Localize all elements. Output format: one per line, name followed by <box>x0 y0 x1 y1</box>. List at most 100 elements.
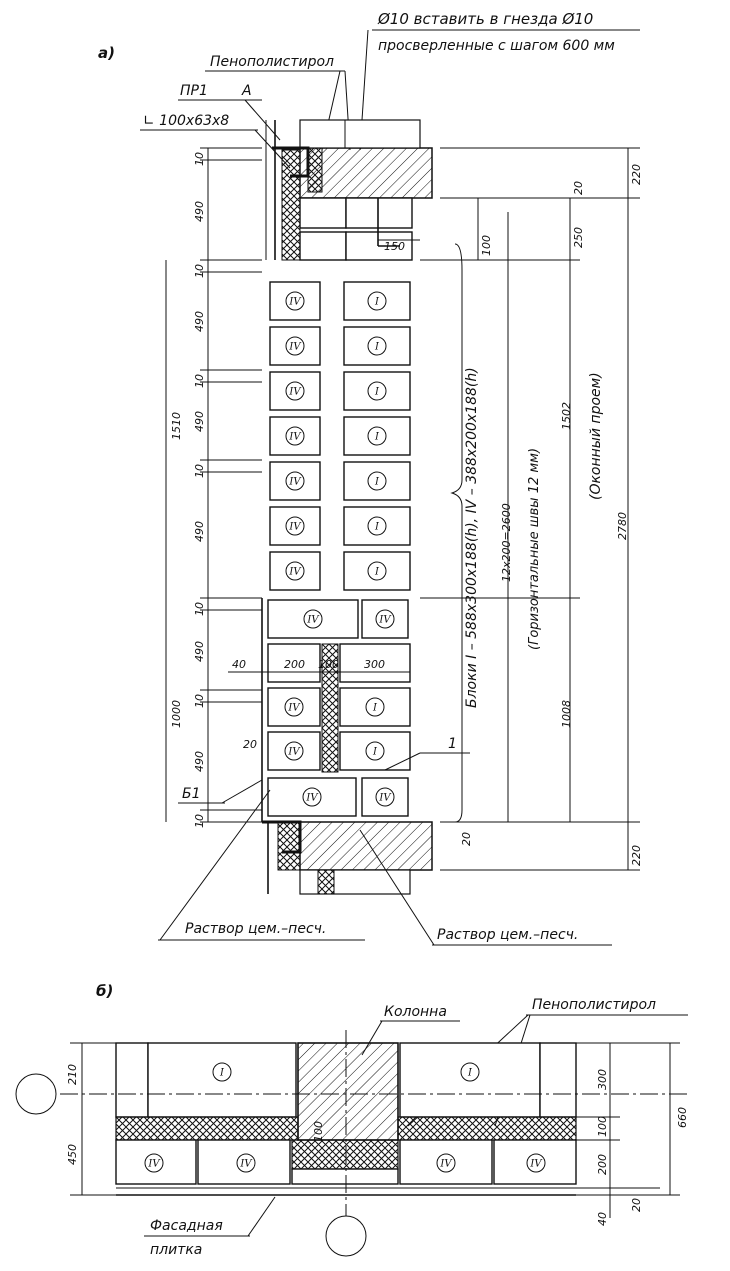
lower-mark-1-2-circle <box>375 609 395 629</box>
window-mark-iv-3: IV <box>285 381 305 401</box>
plan-dim-40: 40 <box>596 1212 609 1226</box>
section-a-marker: а) <box>98 44 115 62</box>
dim-220-bottom: 220 <box>630 845 643 866</box>
window-mark-iv-2: IV <box>285 336 305 356</box>
rebar-note-line2: просверленные с шагом 600 мм <box>378 38 615 54</box>
label-a: А <box>241 83 252 99</box>
lower-mark-4-2-text: I <box>372 747 378 758</box>
axis-bubble-bottom <box>325 1215 367 1257</box>
window-mark-i-2-text: I <box>374 342 380 353</box>
window-block-i-6 <box>343 506 411 546</box>
lower-block-5-2 <box>361 777 409 817</box>
lower-angle <box>262 820 302 854</box>
window-block-iv-1 <box>269 281 321 321</box>
plan-mark-1: I <box>212 1062 232 1082</box>
plan-dim-100-center: 100 <box>312 1121 325 1142</box>
lower-block-1-2 <box>361 599 409 639</box>
angle-profile <box>272 146 310 178</box>
dim-20-top: 20 <box>572 181 585 195</box>
window-mark-iv-4: IV <box>285 426 305 446</box>
lower-block-2-2 <box>339 643 411 683</box>
lower-mark-1-1-text: IV <box>306 615 320 626</box>
plan-mark-1-circle <box>212 1062 232 1082</box>
plan-block-iv-3 <box>399 1139 493 1185</box>
dim-total-1000: 1000 <box>170 700 183 728</box>
dim-300: 300 <box>364 658 385 671</box>
plan-mark-4: IV <box>236 1153 256 1173</box>
label-facade-2: плитка <box>150 1242 202 1258</box>
plan-mark-4-text: IV <box>239 1159 253 1170</box>
label-facade-1: Фасадная <box>150 1218 223 1234</box>
window-mark-iv-5-text: IV <box>288 477 302 488</box>
plan-block-i-left <box>147 1042 297 1118</box>
label-1-leader <box>384 752 421 771</box>
vtext-blocks: Блоки I – 588x300x188(h), IV – 388x200x1… <box>464 367 480 708</box>
rebar-note-line1: Ø10 вставить в гнезда Ø10 <box>377 10 593 28</box>
plan-block-edge-right <box>539 1042 577 1118</box>
lower-block-4-1 <box>267 731 321 771</box>
plan-block-i-right <box>399 1042 541 1118</box>
window-mark-i-7-text: I <box>374 567 380 578</box>
window-block-iv-4 <box>269 416 321 456</box>
lower-block-3-1 <box>267 687 321 727</box>
window-mark-i-5-circle <box>367 471 387 491</box>
window-block-iv-7 <box>269 551 321 591</box>
plan-mark-6: IV <box>526 1153 546 1173</box>
dim-20-bottom: 20 <box>460 832 473 846</box>
window-mark-i-7: I <box>367 561 387 581</box>
left-dim-value-12: 490 <box>193 751 206 772</box>
plan-block-iv-4 <box>493 1139 577 1185</box>
window-mark-iv-6-text: IV <box>288 522 302 533</box>
lower-mark-3-2-text: I <box>372 703 378 714</box>
window-mark-iv-4-text: IV <box>288 432 302 443</box>
lower-slab <box>299 821 433 871</box>
left-dim-value-13: 10 <box>193 814 206 828</box>
lower-mark-5-2: IV <box>375 787 395 807</box>
upper-foam <box>307 147 323 193</box>
left-dim-value-4: 490 <box>193 311 206 332</box>
blocks-brace <box>450 243 463 823</box>
lower-mark-4-1-text: IV <box>287 747 301 758</box>
plan-dim-300: 300 <box>596 1069 609 1090</box>
upper-slab-top <box>299 119 421 149</box>
window-mark-iv-1-text: IV <box>288 297 302 308</box>
plan-block-edge-left <box>115 1042 149 1118</box>
plan-mark-2: I <box>460 1062 480 1082</box>
label-angle: ∟ 100x63x8 <box>143 113 229 129</box>
window-mark-iv-4-circle <box>285 426 305 446</box>
lower-mark-1-1-circle <box>303 609 323 629</box>
window-mark-i-7-circle <box>367 561 387 581</box>
dim-200: 200 <box>284 658 305 671</box>
plan-mark-3-text: IV <box>147 1159 161 1170</box>
label-pr1: ПР1 <box>180 83 208 99</box>
plan-block-iv-2 <box>197 1139 291 1185</box>
left-dim-value-7: 10 <box>193 464 206 478</box>
window-mark-i-3: I <box>367 381 387 401</box>
window-block-i-2 <box>343 326 411 366</box>
dim-1502: 1502 <box>560 402 573 430</box>
lower-mark-3-2-circle <box>365 697 385 717</box>
lower-mark-4-1: IV <box>284 741 304 761</box>
window-mark-iv-2-circle <box>285 336 305 356</box>
lower-mark-1-1: IV <box>303 609 323 629</box>
window-mark-iv-2-text: IV <box>288 342 302 353</box>
label-mortar-right: Раствор цем.–песч. <box>437 927 578 943</box>
dim-100-right: 100 <box>480 235 493 256</box>
plan-dim-100-right: 100 <box>596 1116 609 1137</box>
window-block-i-5 <box>343 461 411 501</box>
upper-block-2 <box>345 197 413 229</box>
plan-mark-3-circle <box>144 1153 164 1173</box>
left-dim-value-1: 10 <box>193 152 206 166</box>
plan-dim-450: 450 <box>66 1144 79 1165</box>
window-mark-i-6: I <box>367 516 387 536</box>
vtext-sum: 12x200=2600 <box>500 503 513 582</box>
lower-mark-3-2: I <box>365 697 385 717</box>
plan-mark-5: IV <box>436 1153 456 1173</box>
window-mark-i-6-circle <box>367 516 387 536</box>
upper-foam-vertical <box>281 149 301 261</box>
window-block-i-3 <box>343 371 411 411</box>
